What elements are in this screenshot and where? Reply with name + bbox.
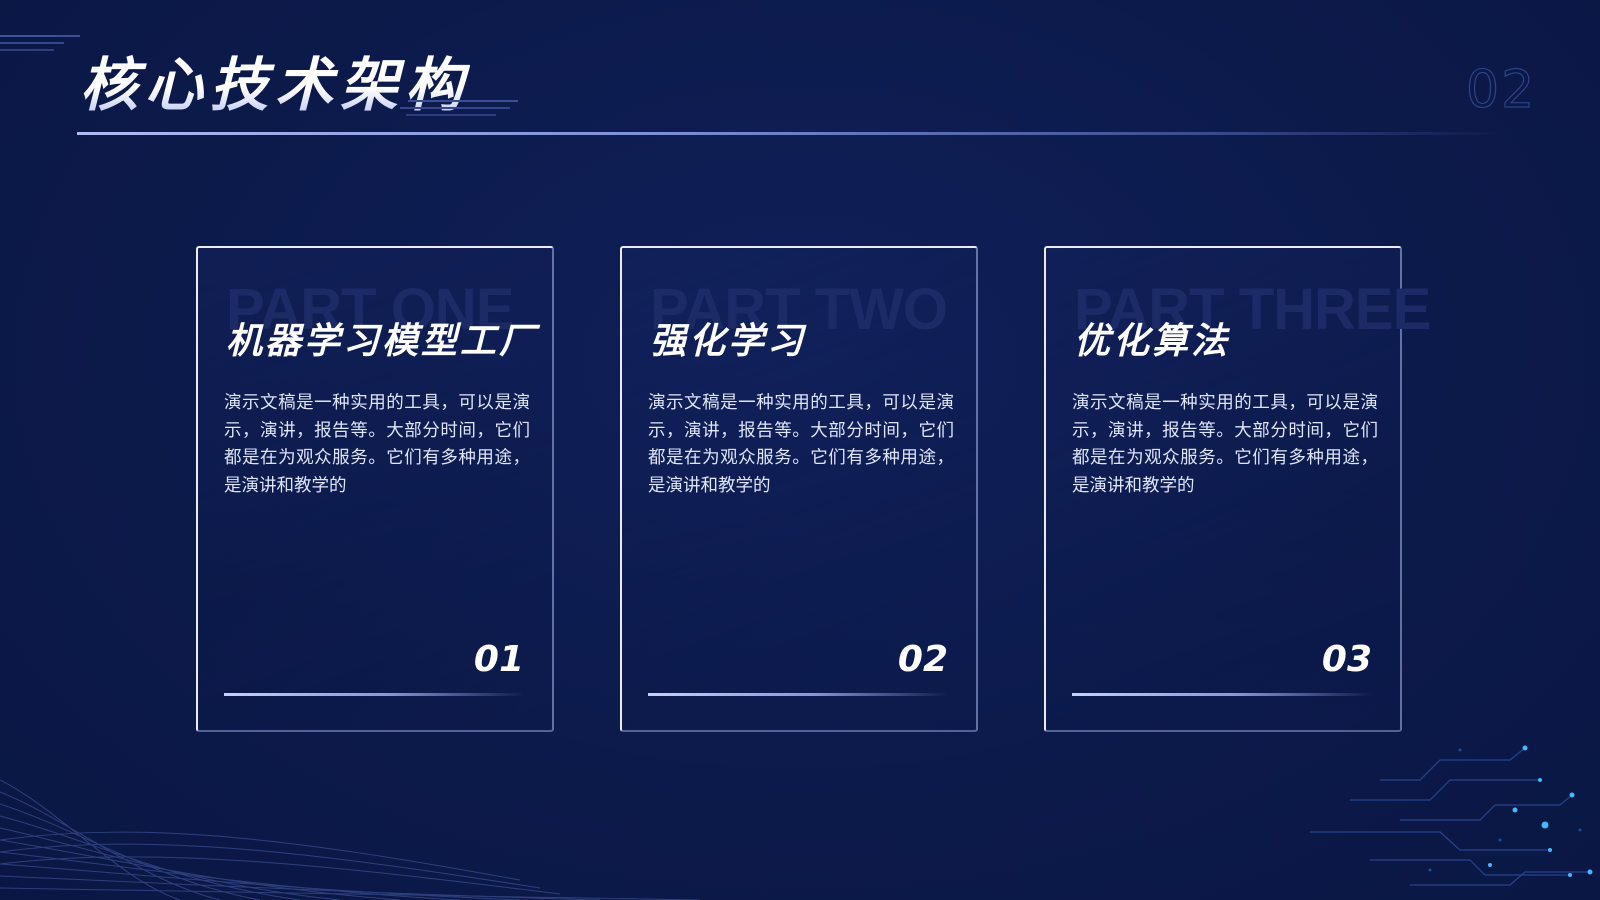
card-description: 演示文稿是一种实用的工具，可以是演示，演讲，报告等。大部分时间，它们都是在为观众… [224,393,530,496]
card-underline [224,693,524,696]
card-watermark: PART ONE [226,277,514,342]
wave-lines-decoration [0,779,700,900]
page-title: 核心技术架构 [80,51,471,119]
card-title: 强化学习 [650,321,807,362]
card-underline [648,693,948,696]
header-decoration-lines [0,35,80,51]
card-part-two: PART TWO 强化学习 演示文稿是一种实用的工具，可以是演示，演讲，报告等。… [620,246,978,732]
card-title: 机器学习模型工厂 [226,321,539,362]
card-description: 演示文稿是一种实用的工具，可以是演示，演讲，报告等。大部分时间，它们都是在为观众… [1072,393,1378,496]
page-number: 02 [1465,59,1537,120]
card-number: 03 [1321,639,1372,680]
card-part-one: PART ONE 机器学习模型工厂 演示文稿是一种实用的工具，可以是演示，演讲，… [196,246,554,732]
circuit-decoration [1310,745,1593,886]
title-speed-lines [400,100,518,116]
card-title: 优化算法 [1074,321,1231,362]
card-part-three: PART THREE 优化算法 演示文稿是一种实用的工具，可以是演示，演讲，报告… [1044,246,1431,732]
card-watermark: PART TWO [650,277,948,342]
card-underline [1072,693,1372,696]
card-number: 02 [897,639,948,680]
header-divider [77,132,1507,135]
card-watermark: PART THREE [1074,277,1431,342]
card-description: 演示文稿是一种实用的工具，可以是演示，演讲，报告等。大部分时间，它们都是在为观众… [648,393,954,496]
card-number: 01 [473,639,524,680]
